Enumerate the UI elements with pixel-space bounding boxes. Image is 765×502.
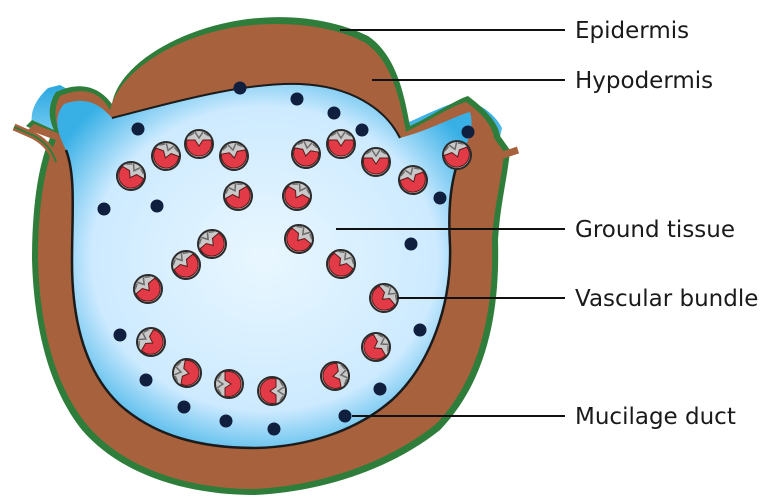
ground-tissue-label: Ground tissue — [575, 217, 735, 243]
mucilage-duct — [268, 423, 281, 436]
mucilage-duct — [234, 82, 247, 95]
mucilage-duct — [405, 238, 418, 251]
mucilage-duct — [178, 401, 191, 414]
mucilage-duct — [291, 93, 304, 106]
mucilage-duct — [220, 415, 233, 428]
mucilage-duct — [328, 107, 341, 120]
mucilage-duct — [374, 383, 387, 396]
vascular-bundle — [215, 370, 243, 398]
mucilage-duct — [151, 200, 164, 213]
mucilage-duct — [339, 410, 352, 423]
vascular-bundle — [327, 130, 355, 158]
mucilage-duct-label: Mucilage duct — [575, 404, 736, 430]
vascular-bundle — [362, 148, 390, 176]
mucilage-duct — [98, 203, 111, 216]
epidermis-label: Epidermis — [575, 18, 689, 44]
mucilage-duct — [114, 329, 127, 342]
hypodermis-label: Hypodermis — [575, 68, 713, 94]
vascular-bundle — [185, 130, 213, 158]
mucilage-duct — [132, 123, 145, 136]
vascular-bundle — [258, 377, 286, 405]
mucilage-duct — [414, 324, 427, 337]
mucilage-duct — [462, 126, 475, 139]
vascular-bundle-label: Vascular bundle — [575, 286, 758, 312]
mucilage-duct — [140, 374, 153, 387]
mucilage-duct — [356, 124, 369, 137]
mucilage-duct — [434, 192, 447, 205]
